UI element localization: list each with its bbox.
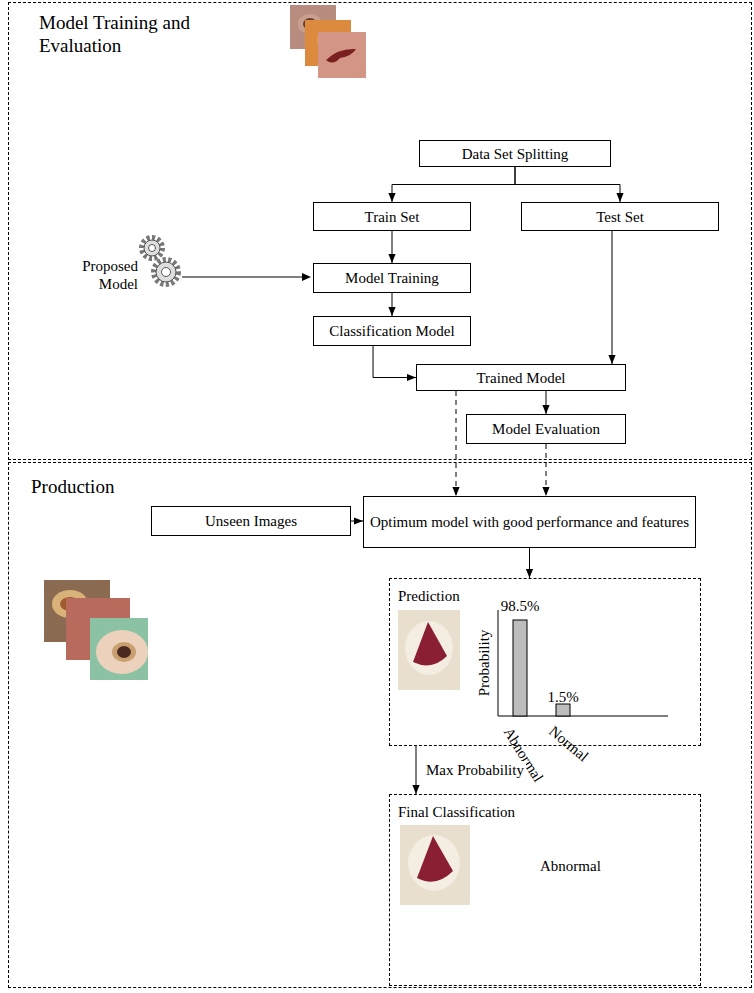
- arrow-connector: [392, 231, 393, 263]
- arrow-connector: [529, 548, 530, 578]
- arrow-connector: [373, 346, 416, 378]
- process-box: Model Evaluation: [466, 414, 626, 444]
- arrow-connector: [392, 293, 393, 316]
- wound-photos-unseen: [44, 580, 148, 680]
- input-label: Proposed Model: [72, 257, 138, 293]
- node-text: Classification Model: [329, 322, 454, 340]
- arrow-connector: [416, 746, 417, 794]
- process-box: Unseen Images: [151, 506, 351, 536]
- process-box: Classification Model: [313, 316, 471, 346]
- result-text: Abnormal: [540, 857, 680, 875]
- node-text: Final Classification: [398, 803, 598, 821]
- gear-icon: [142, 238, 178, 284]
- arrow-connector: [546, 391, 547, 414]
- dashed-connector: [456, 391, 457, 496]
- category-label: Normal: [545, 722, 592, 765]
- node-text: Prediction: [398, 587, 598, 605]
- node-text: Data Set Splitting: [462, 145, 569, 163]
- panel-box: Prediction: [389, 578, 701, 746]
- node-text: Model Training: [345, 269, 439, 287]
- stage-region: ProductionUnseen Images Optimum model wit…: [8, 462, 752, 988]
- node-text: Optimum model with good performance and …: [370, 513, 689, 531]
- wound-photo-prediction: [398, 610, 460, 690]
- arrow-connector: [612, 231, 613, 364]
- wound-photo-final: [400, 825, 470, 905]
- bar-value: 98.5%: [501, 597, 540, 615]
- node-text: Production: [31, 475, 231, 498]
- node-text: Test Set: [596, 208, 644, 226]
- gear-arrow: [182, 273, 311, 281]
- node-text: Unseen Images: [205, 512, 297, 530]
- wound-photos-train: [290, 5, 366, 78]
- probability-chart: [498, 610, 668, 716]
- node-text: Model Training and Evaluation: [39, 11, 239, 57]
- process-box: Test Set: [521, 202, 719, 231]
- node-text: Trained Model: [476, 369, 565, 387]
- process-box: Model Training: [313, 263, 471, 293]
- process-box: Optimum model with good performance and …: [363, 496, 696, 548]
- edge-label: Max Probability: [424, 761, 526, 779]
- process-box: Train Set: [313, 202, 471, 231]
- process-box: Data Set Splitting: [419, 140, 611, 167]
- panel-box: Final ClassificationAbnormal: [389, 794, 701, 986]
- dashed-connector: [546, 444, 547, 496]
- bar-value: 1.5%: [547, 688, 578, 706]
- stage-region: Model Training and EvaluationData Set Sp…: [8, 2, 752, 460]
- node-text: Model Evaluation: [492, 420, 600, 438]
- axis-label: Probability: [475, 630, 493, 697]
- arrow-connector: [515, 167, 620, 202]
- process-box: Trained Model: [416, 364, 626, 391]
- arrow-connector: [392, 167, 515, 202]
- arrow-connector: [351, 521, 363, 522]
- node-text: Train Set: [365, 208, 420, 226]
